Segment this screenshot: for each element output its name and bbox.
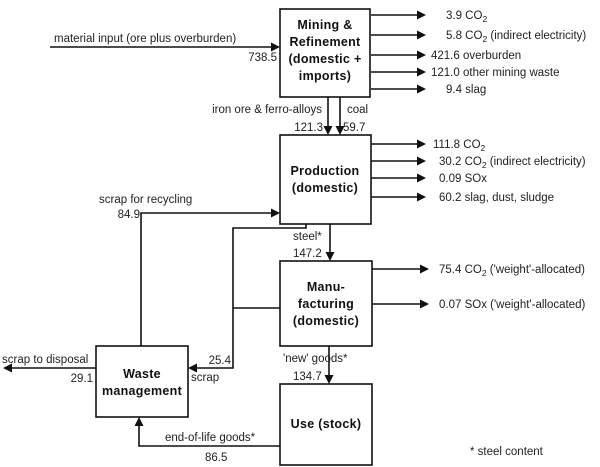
arrowhead-icon bbox=[420, 264, 429, 274]
flow-end-of-life-value: 86.5 bbox=[205, 452, 227, 464]
box-mining: Mining & Refinement (domestic + imports) bbox=[279, 8, 371, 98]
box-manufacturing-line: Manu- bbox=[307, 280, 345, 294]
arrowhead-icon bbox=[417, 84, 426, 94]
arrowhead-icon bbox=[417, 192, 426, 202]
flow-coal: coal 59.7 bbox=[335, 97, 368, 135]
arrowhead-icon bbox=[417, 173, 426, 183]
flow-scrap-recycling: scrap for recycling 84.9 bbox=[99, 194, 280, 346]
manufacturing-output-item: 75.4 CO2 ('weight'-allocated) bbox=[372, 264, 585, 278]
flow-steel: steel* 147.2 bbox=[293, 224, 335, 261]
flow-coal-label: coal bbox=[347, 104, 368, 116]
flow-iron-ore-label: iron ore & ferro-alloys bbox=[212, 104, 322, 116]
arrowhead-icon bbox=[417, 67, 426, 77]
manufacturing-output-item: 0.07 SOx ('weight'-allocated) bbox=[372, 299, 585, 311]
arrowhead-icon bbox=[420, 299, 429, 309]
arrowhead-icon bbox=[271, 208, 280, 218]
flow-steel-value: 147.2 bbox=[293, 248, 322, 260]
flow-scrap-disposal-value: 29.1 bbox=[71, 373, 93, 385]
flow-material-input-value: 738.5 bbox=[248, 52, 277, 64]
arrowhead-icon bbox=[417, 156, 426, 166]
box-production: Production (domestic) bbox=[279, 134, 372, 225]
arrowhead-icon bbox=[417, 139, 426, 149]
production-output-label: 30.2 CO2 (indirect electricity) bbox=[439, 156, 586, 170]
arrowhead-icon bbox=[325, 252, 335, 261]
box-waste: Waste management bbox=[95, 345, 189, 418]
manufacturing-output-label: 75.4 CO2 ('weight'-allocated) bbox=[439, 264, 585, 278]
box-use: Use (stock) bbox=[279, 383, 373, 466]
flow-new-goods-label: 'new' goods* bbox=[283, 353, 348, 365]
mining-output-label: 421.6 overburden bbox=[431, 50, 521, 62]
production-output-item: 0.09 SOx bbox=[371, 173, 487, 185]
arrowhead-icon bbox=[324, 375, 334, 384]
flow-scrap-label: scrap bbox=[191, 372, 219, 384]
mining-output-item: 5.8 CO2 (indirect electricity) bbox=[371, 30, 586, 44]
mining-output-label: 5.8 CO2 (indirect electricity) bbox=[446, 30, 586, 44]
box-mining-line: Refinement bbox=[289, 35, 361, 49]
flow-scrap-disposal-label: scrap to disposal bbox=[2, 354, 88, 366]
mining-output-item: 421.6 overburden bbox=[371, 50, 521, 62]
mining-output-label: 121.0 other mining waste bbox=[431, 67, 560, 79]
flow-end-of-life: end-of-life goods* 86.5 bbox=[134, 417, 280, 464]
flow-iron-ore: iron ore & ferro-alloys 121.3 bbox=[212, 97, 333, 135]
flow-scrap-recycling-label: scrap for recycling bbox=[99, 194, 192, 206]
flow-material-input-label: material input (ore plus overburden) bbox=[54, 33, 236, 45]
flow-end-of-life-label: end-of-life goods* bbox=[165, 432, 256, 444]
flow-steel-label: steel* bbox=[293, 231, 322, 243]
arrowhead-icon bbox=[134, 417, 144, 426]
mining-output-label: 9.4 slag bbox=[446, 84, 486, 96]
box-mining-line: Mining & bbox=[297, 18, 352, 32]
box-use-line: Use (stock) bbox=[291, 417, 362, 431]
box-mining-line: (domestic + bbox=[288, 52, 361, 66]
box-waste-line: management bbox=[102, 384, 183, 398]
flow-new-goods: 'new' goods* 134.7 bbox=[283, 346, 348, 384]
box-manufacturing-line: facturing bbox=[298, 297, 354, 311]
arrowhead-icon bbox=[271, 42, 280, 52]
arrowhead-icon bbox=[188, 363, 197, 373]
flow-scrap-recycling-value: 84.9 bbox=[118, 209, 140, 221]
flow-scrap: 25.4 scrap bbox=[188, 224, 307, 384]
flow-scrap-disposal: scrap to disposal 29.1 bbox=[2, 354, 96, 385]
arrowhead-icon bbox=[3, 363, 12, 373]
flow-new-goods-value: 134.7 bbox=[293, 371, 322, 383]
box-manufacturing-line: (domestic) bbox=[293, 314, 359, 328]
box-waste-line: Waste bbox=[123, 367, 161, 381]
manufacturing-outputs: 75.4 CO2 ('weight'-allocated) 0.07 SOx ('… bbox=[372, 264, 585, 311]
flow-iron-ore-value: 121.3 bbox=[294, 122, 323, 134]
mining-output-label: 3.9 CO2 bbox=[446, 10, 487, 24]
box-production-line: Production bbox=[291, 164, 360, 178]
manufacturing-output-label: 0.07 SOx ('weight'-allocated) bbox=[439, 299, 585, 311]
footnote: * steel content bbox=[470, 446, 544, 458]
arrowhead-icon bbox=[323, 126, 333, 135]
arrowhead-icon bbox=[335, 126, 345, 135]
arrowhead-icon bbox=[417, 10, 426, 20]
mining-output-item: 9.4 slag bbox=[371, 84, 486, 96]
production-output-label: 111.8 CO2 bbox=[433, 139, 486, 153]
mining-output-item: 3.9 CO2 bbox=[371, 10, 487, 24]
arrowhead-icon bbox=[417, 30, 426, 40]
production-output-item: 30.2 CO2 (indirect electricity) bbox=[371, 156, 586, 170]
production-output-item: 60.2 slag, dust, sludge bbox=[371, 192, 554, 204]
box-mining-line: imports) bbox=[299, 69, 351, 83]
production-outputs: 111.8 CO2 30.2 CO2 (indirect electricity)… bbox=[371, 139, 586, 204]
flow-scrap-value: 25.4 bbox=[209, 355, 232, 367]
mining-outputs: 3.9 CO2 5.8 CO2 (indirect electricity) 421… bbox=[371, 10, 586, 96]
production-output-item: 111.8 CO2 bbox=[371, 139, 486, 153]
production-output-label: 60.2 slag, dust, sludge bbox=[439, 192, 554, 204]
flow-coal-value: 59.7 bbox=[343, 122, 365, 134]
mining-output-item: 121.0 other mining waste bbox=[371, 67, 560, 79]
flow-material-input: material input (ore plus overburden) 738… bbox=[50, 33, 280, 64]
box-manufacturing: Manu- facturing (domestic) bbox=[279, 260, 373, 347]
arrowhead-icon bbox=[417, 50, 426, 60]
production-output-label: 0.09 SOx bbox=[439, 173, 487, 185]
box-production-line: (domestic) bbox=[292, 181, 358, 195]
